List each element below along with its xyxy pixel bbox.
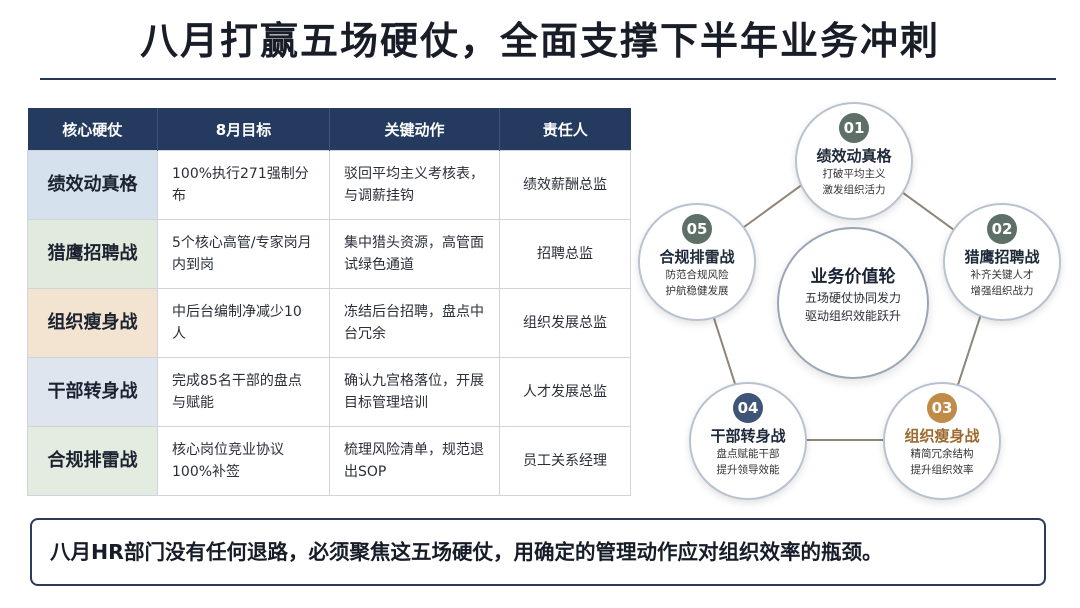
node-subtitle: 增强组织战力 <box>970 285 1034 297</box>
wheel-center: 业务价值轮 五场硬仗协同发力 驱动组织效能跃升 <box>777 227 929 379</box>
battle-table: 核心硬仗 8月目标 关键动作 责任人 绩效动真格 100%执行271强制分布 驳… <box>27 108 631 496</box>
battle-owner: 绩效薪酬总监 <box>499 150 631 220</box>
battle-goal: 核心岗位竞业协议100%补签 <box>157 426 330 496</box>
table-row: 猎鹰招聘战 5个核心高管/专家岗月内到岗 集中猎头资源，高管面试绿色通道 招聘总… <box>27 219 631 289</box>
title-divider <box>40 78 1056 80</box>
node-title: 合规排雷战 <box>659 248 735 266</box>
battle-owner: 组织发展总监 <box>499 288 631 358</box>
node-subtitle: 精简冗余结构 <box>910 448 974 460</box>
node-title: 干部转身战 <box>710 427 786 445</box>
table-header-row: 核心硬仗 8月目标 关键动作 责任人 <box>27 108 631 151</box>
node-subtitle: 盘点赋能干部 <box>716 448 780 460</box>
battle-goal: 完成85名干部的盘点与赋能 <box>157 357 330 427</box>
wheel-center-line: 驱动组织效能跃升 <box>804 309 901 323</box>
battle-action: 驳回平均主义考核表，与调薪挂钩 <box>329 150 500 220</box>
node-subtitle: 护航稳健发展 <box>665 285 729 297</box>
battle-action: 集中猎头资源，高管面试绿色通道 <box>329 219 500 289</box>
battle-goal: 5个核心高管/专家岗月内到岗 <box>157 219 330 289</box>
node-title: 绩效动真格 <box>816 147 892 165</box>
wheel-node-01: 01 绩效动真格 打破平均主义 激发组织活力 <box>795 102 913 220</box>
battle-goal: 中后台编制净减少10人 <box>157 288 330 358</box>
wheel-center-line: 五场硬仗协同发力 <box>804 291 901 305</box>
node-subtitle: 提升组织效率 <box>910 464 974 476</box>
node-number-badge: 03 <box>927 393 957 423</box>
battle-goal: 100%执行271强制分布 <box>157 150 330 220</box>
table-row: 合规排雷战 核心岗位竞业协议100%补签 梳理风险清单，规范退出SOP 员工关系… <box>27 426 631 496</box>
battle-owner: 员工关系经理 <box>499 426 631 496</box>
battle-name: 猎鹰招聘战 <box>27 219 158 289</box>
node-title: 组织瘦身战 <box>904 427 980 445</box>
table-row: 组织瘦身战 中后台编制净减少10人 冻结后台招聘，盘点中台冗余 组织发展总监 <box>27 288 631 358</box>
wheel-node-03: 03 组织瘦身战 精简冗余结构 提升组织效率 <box>883 382 1001 500</box>
wheel-node-02: 02 猎鹰招聘战 补齐关键人才 增强组织战力 <box>943 203 1061 321</box>
node-number-badge: 01 <box>839 113 869 143</box>
node-subtitle: 打破平均主义 <box>822 168 886 180</box>
header-key-actions: 关键动作 <box>329 108 500 151</box>
wheel-node-05: 05 合规排雷战 防范合规风险 护航稳健发展 <box>638 203 756 321</box>
node-number-badge: 02 <box>987 214 1017 244</box>
node-number-badge: 04 <box>733 393 763 423</box>
battle-owner: 招聘总监 <box>499 219 631 289</box>
table-row: 干部转身战 完成85名干部的盘点与赋能 确认九宫格落位，开展目标管理培训 人才发… <box>27 357 631 427</box>
battle-name: 组织瘦身战 <box>27 288 158 358</box>
wheel-center-title: 业务价值轮 <box>810 267 896 287</box>
node-subtitle: 激发组织活力 <box>822 184 886 196</box>
battle-action: 冻结后台招聘，盘点中台冗余 <box>329 288 500 358</box>
node-subtitle: 防范合规风险 <box>665 269 729 281</box>
page-title: 八月打赢五场硬仗，全面支撑下半年业务冲刺 <box>139 19 940 63</box>
battle-action: 确认九宫格落位，开展目标管理培训 <box>329 357 500 427</box>
node-title: 猎鹰招聘战 <box>964 248 1040 266</box>
node-number-badge: 05 <box>682 214 712 244</box>
business-value-wheel: 业务价值轮 五场硬仗协同发力 驱动组织效能跃升 01 绩效动真格 打破平均主义 … <box>638 95 1080 505</box>
battle-name: 合规排雷战 <box>27 426 158 496</box>
header-owner: 责任人 <box>499 108 631 151</box>
header-august-goal: 8月目标 <box>157 108 330 151</box>
table-row: 绩效动真格 100%执行271强制分布 驳回平均主义考核表，与调薪挂钩 绩效薪酬… <box>27 150 631 220</box>
summary-banner: 八月HR部门没有任何退路，必须聚焦这五场硬仗，用确定的管理动作应对组织效率的瓶颈… <box>30 518 1046 586</box>
battle-name: 干部转身战 <box>27 357 158 427</box>
battle-owner: 人才发展总监 <box>499 357 631 427</box>
node-subtitle: 提升领导效能 <box>716 464 780 476</box>
battle-name: 绩效动真格 <box>27 150 158 220</box>
battle-action: 梳理风险清单，规范退出SOP <box>329 426 500 496</box>
node-subtitle: 补齐关键人才 <box>970 269 1034 281</box>
header-core-battle: 核心硬仗 <box>27 108 158 151</box>
wheel-node-04: 04 干部转身战 盘点赋能干部 提升领导效能 <box>689 382 807 500</box>
